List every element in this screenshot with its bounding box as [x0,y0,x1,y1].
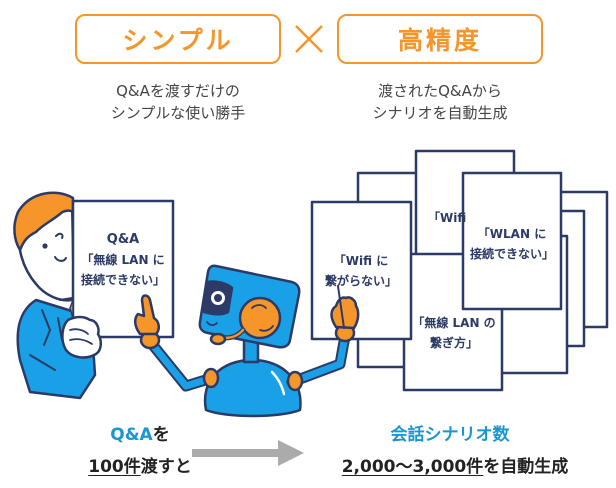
man-hand [61,315,102,359]
simple-caption: Q&Aを渡すだけの シンプルな使い勝手 [58,80,298,124]
simple-label: シンプル [122,26,234,55]
output-paper-line: 「Wifi に [334,253,388,268]
robot-headphone [238,296,282,340]
robot-shoulder [286,370,304,392]
pointer-stick [337,285,345,329]
output-paper-line: 繋がらない」 [325,273,397,288]
output-paper-line: 接続できない」 [470,246,554,261]
input-paper [71,199,175,339]
times-icon [295,25,323,53]
input-count: 100件 [88,457,141,477]
input-paper-title: Q&A [107,232,139,247]
output-paper-line: 繋ぎ方」 [430,335,478,350]
summary-text: 渡すと [140,457,192,477]
man-hair [13,191,75,252]
robot-mic [209,332,227,346]
robot-body [203,358,302,418]
input-summary-line2: 100件渡すと [20,456,260,478]
simple-label-box: シンプル [75,14,281,64]
caption-line: Q&Aを渡すだけの [116,82,240,100]
summary-text: を [152,425,170,445]
accuracy-caption: 渡されたQ&Aから シナリオを自動生成 [320,80,560,124]
input-summary-line1: Q&Aを [50,424,230,446]
scenario-count: 2,000〜3,000件 [341,457,484,477]
output-summary-line2: 2,000〜3,000件を自動生成 [300,456,610,478]
qa-highlight: Q&A [110,425,153,445]
arrow-right-icon [192,440,304,466]
input-paper-line: 接続できない」 [81,272,165,287]
robot-right-hand [330,296,360,330]
caption-line: 渡されたQ&Aから [378,82,502,100]
high-accuracy-label-box: 高精度 [337,14,543,64]
output-paper-line: 「無線 LAN の [412,315,495,330]
input-paper-line: 「無線 LAN に [81,252,164,267]
caption-line: シンプルな使い勝手 [110,104,246,122]
scenario-count-label: 会話シナリオ数 [390,425,510,445]
high-accuracy-label: 高精度 [397,26,482,55]
paper-wlan [461,171,563,311]
robot-left-hand [134,294,160,336]
output-paper-line: 「Wifi [428,210,466,225]
summary-text: を自動生成 [483,457,569,477]
paper-wifi-front [310,200,413,341]
output-paper-line: 「WLAN に [478,226,546,241]
robot-shoulder [202,367,220,389]
caption-line: シナリオを自動生成 [372,104,508,122]
